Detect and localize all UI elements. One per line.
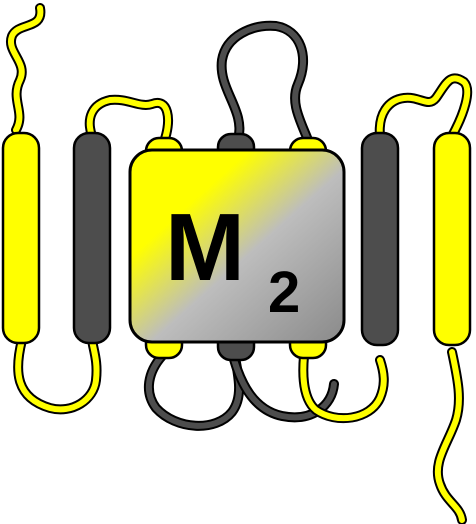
helix-tm7 (432, 131, 472, 347)
c-terminus-tail (432, 347, 467, 524)
helix-tm2 (72, 131, 112, 345)
receptor-core-box (128, 148, 346, 344)
loop-tm1-tm2 (13, 335, 102, 415)
n-terminus-tail (6, 3, 46, 135)
helix-tm6 (360, 131, 400, 347)
loop-tm2-tm3 (84, 94, 173, 147)
loop-tm4-tm5 (216, 20, 313, 145)
loop-tm6-tm7 (374, 73, 473, 141)
helix-tm1 (1, 131, 41, 345)
receptor-label-subscript: 2 (268, 260, 300, 325)
loop-tm5-tm6 (227, 347, 339, 423)
receptor-label-main: M (165, 194, 245, 301)
loop-tm3-tm4 (143, 347, 245, 431)
loop-tm6-tm7-intra (298, 351, 389, 424)
